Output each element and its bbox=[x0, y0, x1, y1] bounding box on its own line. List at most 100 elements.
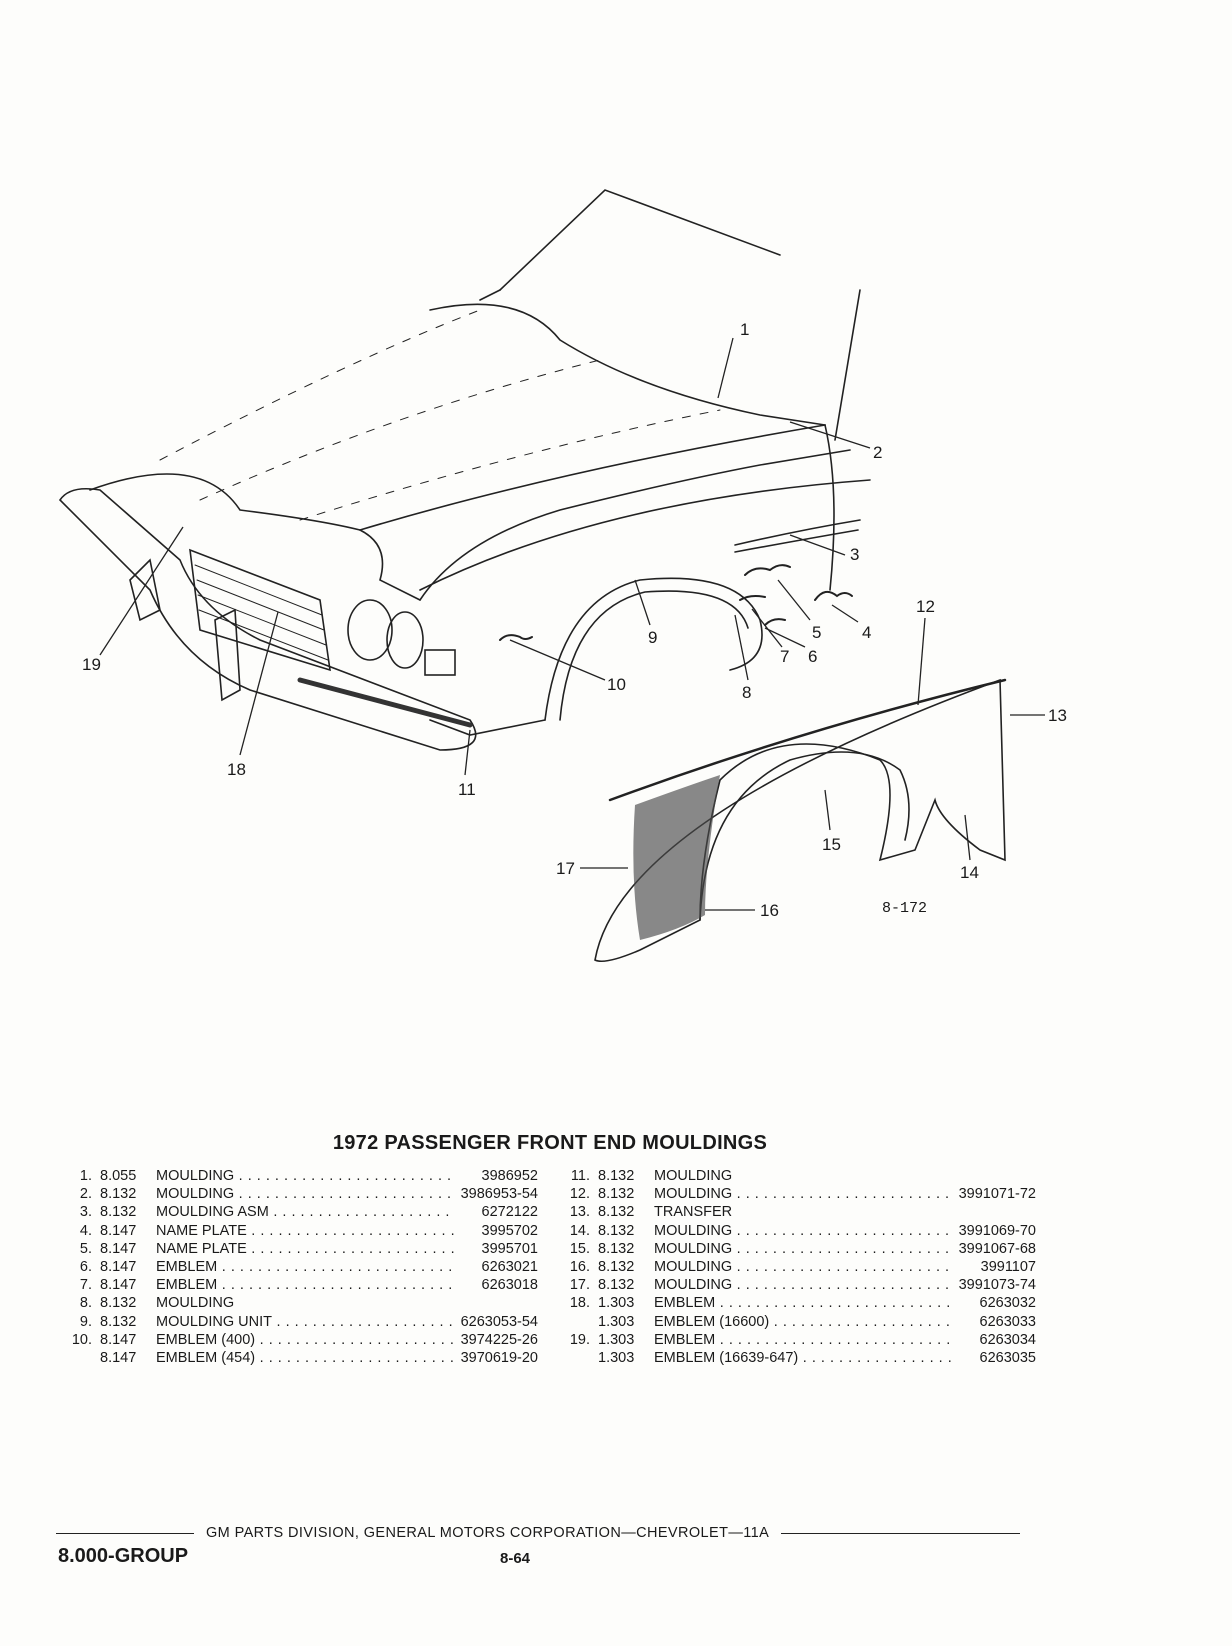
parts-row: 15.8.132MOULDING3991067-68 bbox=[556, 1240, 1036, 1258]
item-number bbox=[58, 1349, 100, 1367]
item-number: 9. bbox=[79, 1313, 92, 1330]
part-description: MOULDING bbox=[654, 1258, 952, 1276]
group-number: 8.132 bbox=[598, 1258, 635, 1275]
group-number: 8.147 bbox=[100, 1349, 137, 1366]
exploded-view-diagram: 1 2 3 4 5 6 7 8 9 10 11 12 13 14 15 16 1… bbox=[0, 160, 1232, 1020]
figure-number: 8-172 bbox=[882, 900, 927, 917]
part-number: 6263018 bbox=[481, 1277, 538, 1294]
part-description: TRANSFER bbox=[654, 1204, 733, 1221]
item-number: 3. bbox=[79, 1204, 92, 1221]
front-end-line-drawing: 1 2 3 4 5 6 7 8 9 10 11 12 13 14 15 16 1… bbox=[58, 189, 1067, 963]
windshield-outline bbox=[499, 189, 781, 291]
part-number: 6263035 bbox=[979, 1349, 1036, 1366]
item-number: 1. bbox=[79, 1168, 92, 1184]
part-number: 3991069-70 bbox=[958, 1222, 1036, 1239]
part-number: 3991107 bbox=[980, 1258, 1036, 1275]
part-description: EMBLEM bbox=[654, 1294, 952, 1312]
group-number: 8.132 bbox=[598, 1222, 635, 1239]
part-number bbox=[454, 1294, 538, 1312]
item-number: 19. bbox=[569, 1331, 590, 1348]
item-number: 16. bbox=[569, 1258, 590, 1275]
page-number: 8-64 bbox=[500, 1550, 531, 1567]
callout-5: 5 bbox=[812, 623, 821, 642]
item-number: 11. bbox=[570, 1168, 590, 1184]
item-number: 17. bbox=[569, 1277, 590, 1294]
item-number: 15. bbox=[569, 1240, 590, 1257]
grille-outline bbox=[189, 548, 331, 672]
callout-13: 13 bbox=[1048, 706, 1067, 725]
group-number: 8.132 bbox=[100, 1204, 137, 1221]
hood-lines bbox=[159, 309, 721, 521]
part-description: EMBLEM (454) bbox=[156, 1349, 454, 1367]
part-number: 3995702 bbox=[481, 1222, 538, 1239]
part-number: 3970619-20 bbox=[460, 1349, 538, 1366]
part-description: NAME PLATE bbox=[156, 1222, 454, 1240]
group-number: 8.132 bbox=[598, 1204, 635, 1221]
part-number: 3991071-72 bbox=[958, 1186, 1036, 1203]
group-number: 1.303 bbox=[598, 1349, 635, 1366]
bumper-guard-right bbox=[214, 608, 241, 702]
grille-bars bbox=[194, 564, 329, 661]
part-number bbox=[952, 1203, 1036, 1221]
item-number: 6. bbox=[79, 1258, 92, 1275]
group-number: 1.303 bbox=[598, 1331, 635, 1348]
callout-1: 1 bbox=[740, 320, 749, 339]
callout-10: 10 bbox=[607, 675, 626, 694]
callout-8: 8 bbox=[742, 683, 751, 702]
part-description: MOULDING bbox=[654, 1222, 952, 1240]
footer-division: GM PARTS DIVISION, GENERAL MOTORS CORPOR… bbox=[56, 1525, 1032, 1541]
part-description: MOULDING bbox=[156, 1295, 235, 1312]
parts-row: 16. 8.132 MOULDING 3991107 bbox=[556, 1258, 1036, 1276]
part-number: 3991073-74 bbox=[958, 1277, 1036, 1294]
part-number: 3986952 bbox=[481, 1168, 538, 1184]
callout-15: 15 bbox=[822, 835, 841, 854]
callout-18: 18 bbox=[227, 760, 246, 779]
part-description: EMBLEM (16600) bbox=[654, 1313, 952, 1331]
body-side-moulding bbox=[734, 519, 861, 553]
part-number: 6263021 bbox=[481, 1258, 538, 1275]
callout-17: 17 bbox=[556, 859, 575, 878]
group-number: 8.132 bbox=[598, 1168, 635, 1184]
part-description: MOULDING bbox=[654, 1240, 952, 1258]
group-number: 8.147 bbox=[100, 1277, 137, 1294]
parts-row: 12.8.132MOULDING3991071-72 bbox=[556, 1185, 1036, 1203]
part-number: 6263053-54 bbox=[460, 1313, 538, 1330]
part-number: 3974225-26 bbox=[460, 1331, 538, 1348]
item-number: 8. bbox=[79, 1295, 92, 1312]
parts-row: 14.8.132MOULDING3991069-70 bbox=[556, 1222, 1036, 1240]
front-bumper bbox=[58, 487, 477, 751]
part-description: MOULDING bbox=[654, 1168, 733, 1184]
emblem-scripts bbox=[739, 564, 853, 626]
callout-2: 2 bbox=[873, 443, 882, 462]
division-text: GM PARTS DIVISION, GENERAL MOTORS CORPOR… bbox=[206, 1525, 770, 1541]
callout-7: 7 bbox=[780, 647, 789, 666]
fender-top-moulding bbox=[608, 678, 1007, 802]
part-number: 6272122 bbox=[481, 1204, 538, 1221]
part-description: EMBLEM bbox=[156, 1276, 454, 1294]
group-number: 8.132 bbox=[598, 1240, 635, 1257]
item-number bbox=[556, 1349, 598, 1367]
callout-12: 12 bbox=[916, 597, 935, 616]
item-number: 4. bbox=[79, 1222, 92, 1239]
group-number: 8.147 bbox=[100, 1258, 137, 1275]
part-description: EMBLEM (16639-647) bbox=[654, 1349, 952, 1367]
part-description: EMBLEM bbox=[156, 1258, 454, 1276]
parts-row: 2.8.132MOULDING3986953-54 bbox=[58, 1185, 538, 1203]
item-number: 2. bbox=[79, 1186, 92, 1203]
part-description: MOULDING bbox=[654, 1185, 952, 1203]
callout-11: 11 bbox=[458, 780, 476, 799]
item-number bbox=[556, 1313, 598, 1331]
hood-crown bbox=[359, 424, 826, 531]
item-number: 18. bbox=[569, 1295, 590, 1312]
parts-row: 17.8.132MOULDING3991073-74 bbox=[556, 1276, 1036, 1294]
callout-14: 14 bbox=[960, 863, 979, 882]
group-label: 8.000-GROUP bbox=[58, 1545, 189, 1567]
part-description: EMBLEM bbox=[654, 1331, 952, 1349]
part-number: 6263032 bbox=[979, 1295, 1036, 1312]
group-number: 8.147 bbox=[100, 1240, 137, 1257]
